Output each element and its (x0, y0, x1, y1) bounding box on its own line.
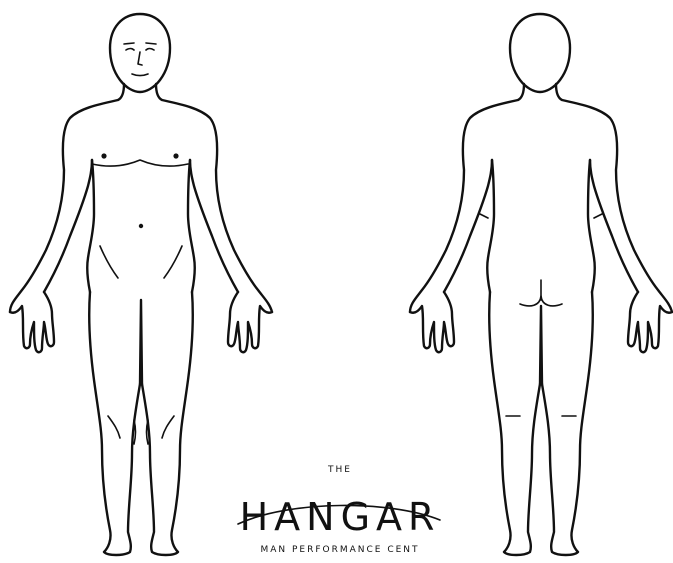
logo-prefix: THE (327, 465, 352, 475)
back-figure (410, 14, 672, 555)
hangar-logo: THE HANGAR MAN PERFORMANCE CENT (238, 465, 440, 555)
logo-tagline: MAN PERFORMANCE CENT (260, 545, 419, 555)
logo-name: HANGAR (240, 495, 441, 539)
front-figure (10, 14, 272, 555)
